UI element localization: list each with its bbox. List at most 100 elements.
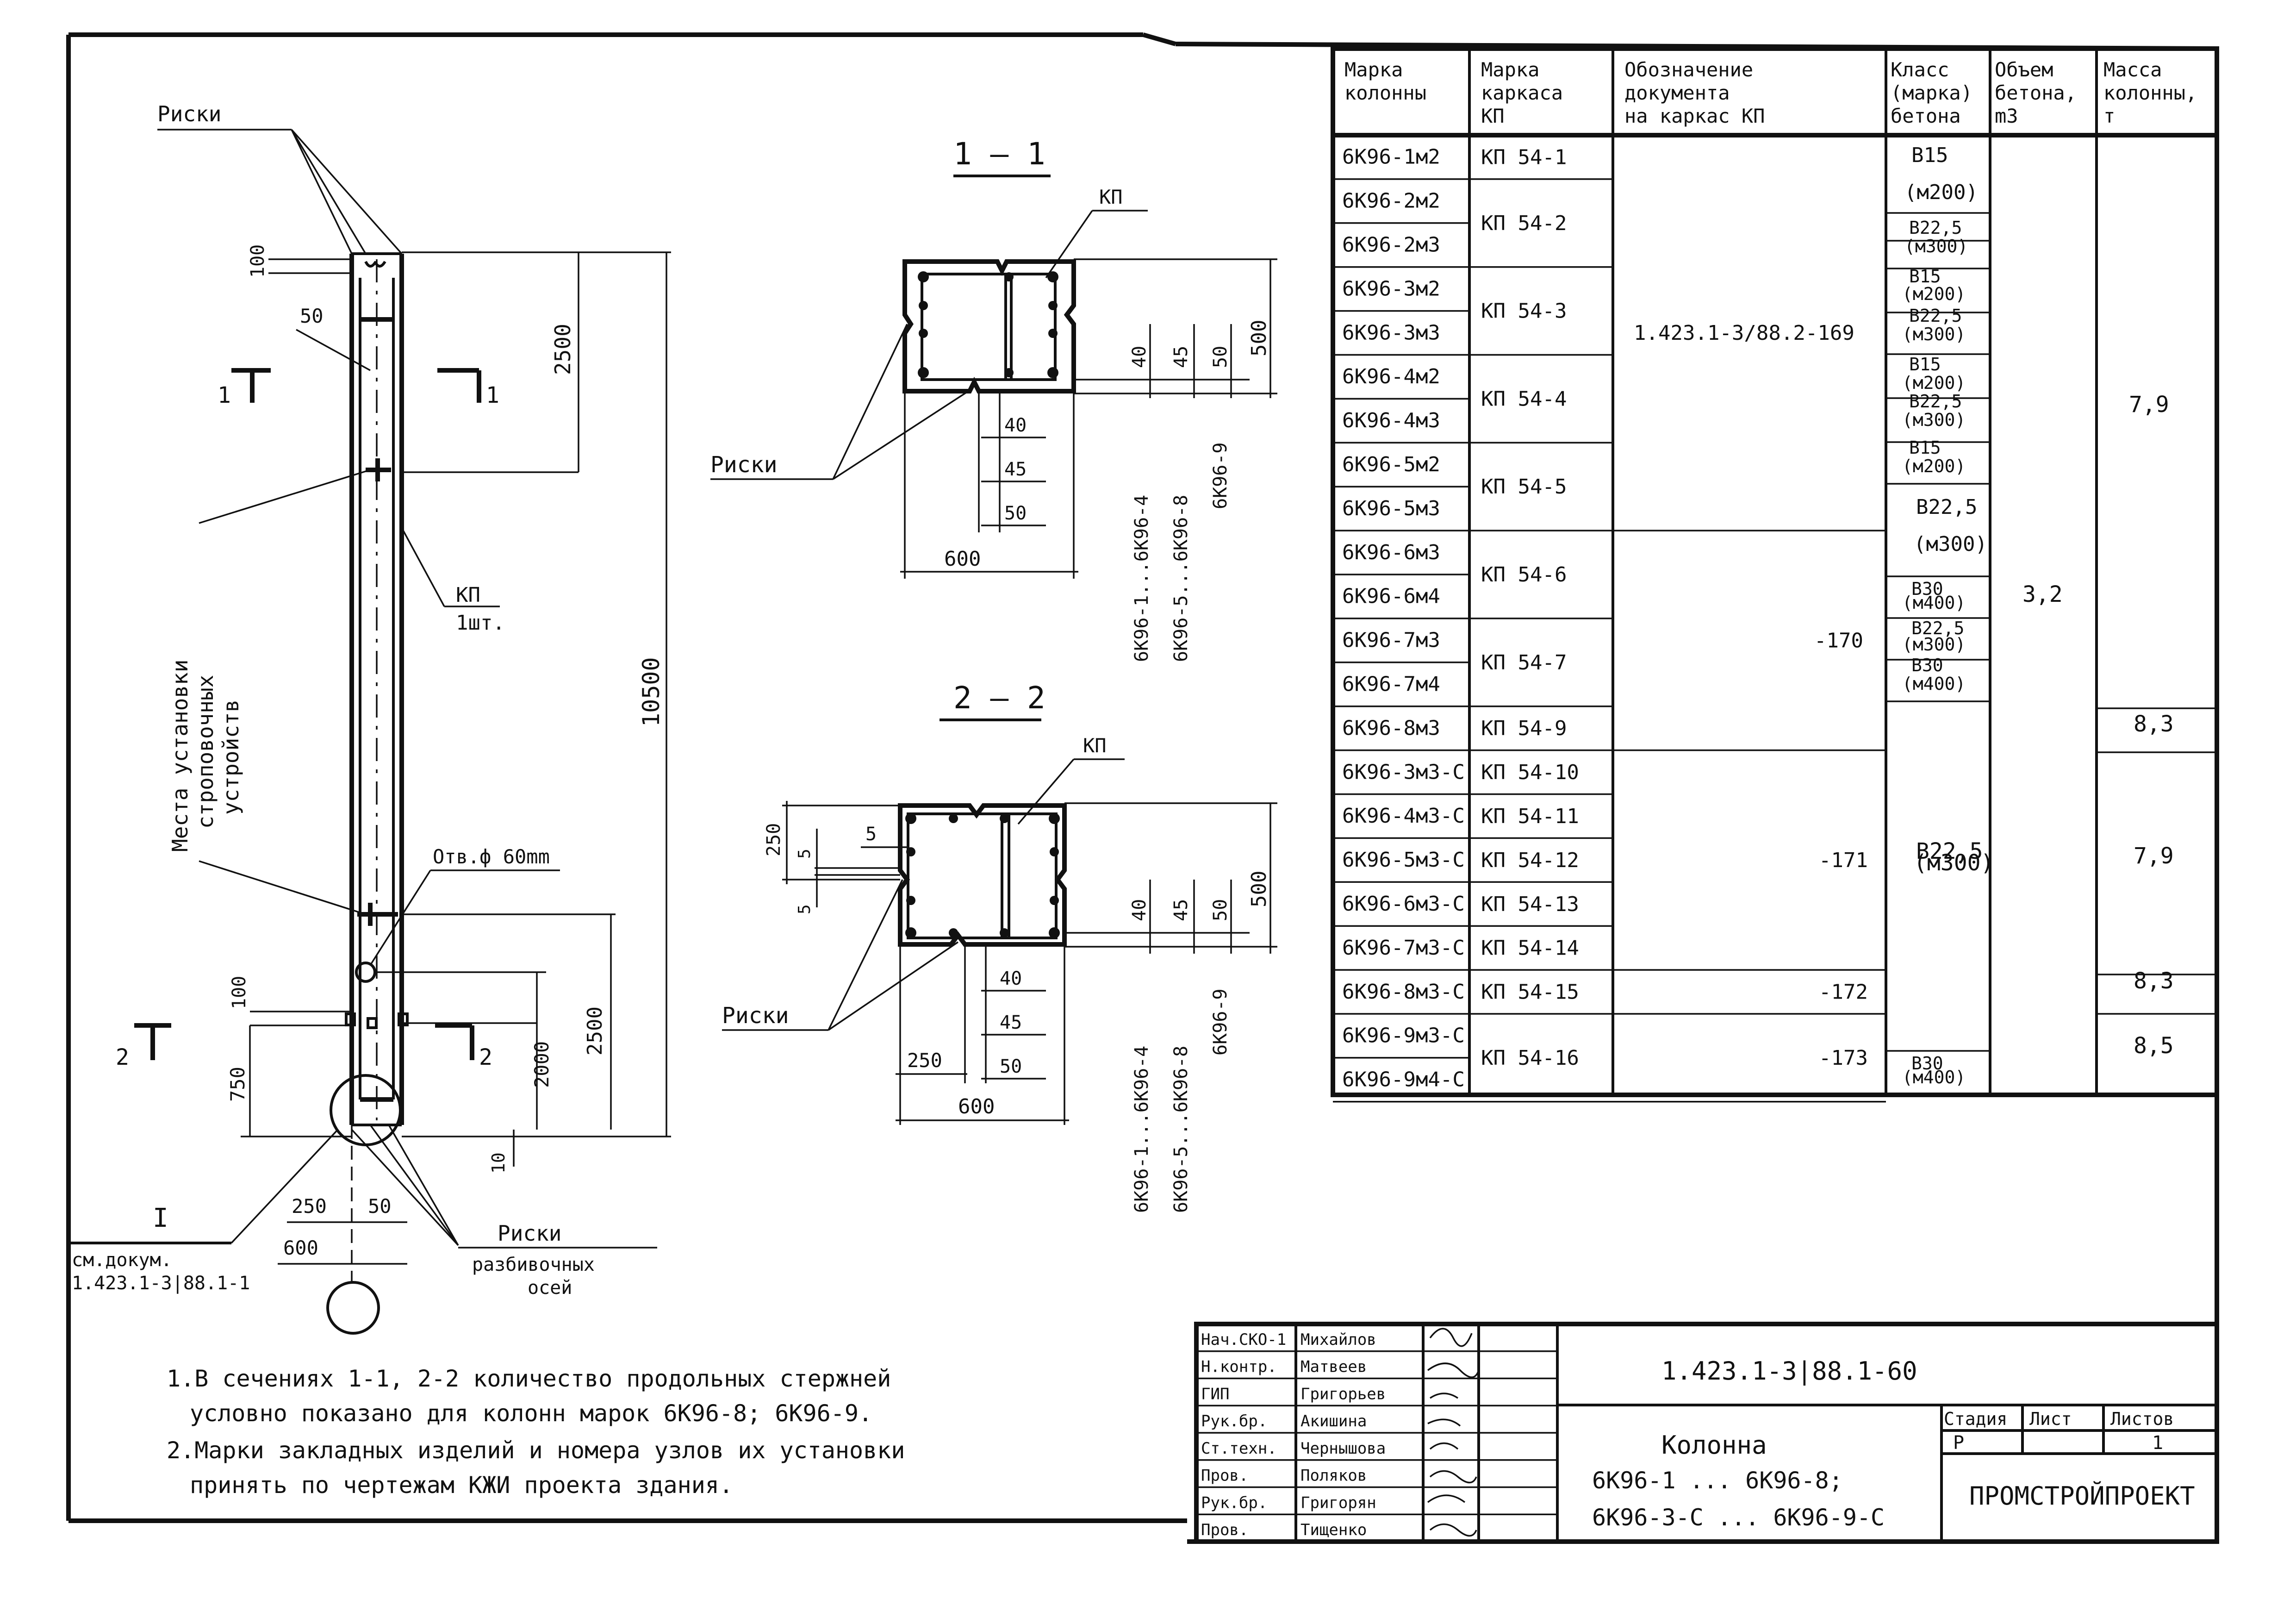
table-col5: 3,2	[2022, 581, 2063, 607]
riski-axes-2: разбивочных	[472, 1254, 595, 1275]
signatures	[1427, 1328, 1480, 1537]
table-col1-row-15: 6К96-4м3-С	[1342, 804, 1465, 828]
table-col4-15: (м300)	[1914, 532, 1987, 556]
note-line-2: условно показано для колонн марок 6К96-8…	[190, 1400, 872, 1427]
table-header-0-1: колонны	[1344, 81, 1426, 104]
table-col2-12: КП 54-14	[1481, 937, 1579, 960]
section-1-1-dim-45: 45	[1170, 346, 1192, 368]
table-header-2-0: Обозначение	[1624, 58, 1753, 81]
note-line-4: принять по чертежам КЖИ проекта здания.	[190, 1472, 733, 1499]
table-header-3-0: Класс	[1891, 58, 1949, 81]
kp-qty: 1шт.	[456, 611, 505, 635]
table-col4-24: В30	[1911, 1053, 1943, 1074]
role-7: Пров.	[1201, 1521, 1248, 1539]
section-1-1-col-2: 6К96-5...6К96-8	[1170, 495, 1192, 662]
table-col4-11: (м300)	[1902, 410, 1966, 430]
table-col4-4: В15	[1909, 266, 1941, 287]
note-line-3: 2.Марки закладных изделий и номера узлов…	[167, 1437, 905, 1464]
sheets-header: Листов	[2110, 1409, 2174, 1429]
table-col4-2: В22,5	[1909, 218, 1962, 238]
table-col1-row-18: 6К96-7м3-С	[1342, 936, 1465, 960]
table-col1-row-14: 6К96-3м3-С	[1342, 760, 1465, 784]
name-6: Григорян	[1300, 1493, 1376, 1512]
table-col3-3: -172	[1819, 981, 1868, 1004]
dim-2500-bottom: 2500	[583, 1006, 607, 1056]
section-1-1-dim-50: 50	[1210, 346, 1231, 368]
riski-axes-3: осей	[528, 1277, 572, 1299]
table-col6-1: 8,3	[2134, 711, 2174, 737]
table-col4-5: (м200)	[1902, 284, 1966, 304]
table-col2-7: КП 54-9	[1481, 717, 1567, 740]
organization: ПРОМСТРОЙПРОЕКТ	[1969, 1481, 2195, 1511]
lifting-label-3: устройств	[218, 700, 243, 815]
table-header-4-0: Объем	[1995, 58, 2053, 81]
table-col1-row-3: 6К96-3м2	[1342, 277, 1440, 300]
dim-10500: 10500	[638, 657, 665, 727]
kp-label: КП	[456, 583, 480, 607]
table-col1-row-12: 6К96-7м4	[1342, 672, 1440, 696]
table-col6-4: 8,5	[2134, 1033, 2174, 1059]
table-col3-0: 1.423.1-3/88.2-169	[1634, 321, 1854, 345]
table-col1-row-5: 6К96-4м2	[1342, 365, 1440, 388]
role-2: ГИП	[1201, 1385, 1229, 1403]
notes: 1.В сечениях 1-1, 2-2 количество продоль…	[167, 1365, 905, 1499]
table-col1-row-7: 6К96-5м2	[1342, 453, 1440, 476]
section-1-1-col-3: 6К96-9	[1210, 443, 1231, 510]
table-header-1-1: каркаса	[1481, 81, 1563, 104]
lifting-label-1: Места установки	[168, 660, 193, 852]
table-col2-8: КП 54-10	[1481, 761, 1579, 784]
table-col4-23: (м300)	[1914, 850, 1994, 876]
table-col2-4: КП 54-5	[1481, 475, 1567, 499]
table-col1-row-10: 6К96-6м4	[1342, 585, 1440, 608]
table-col2-11: КП 54-13	[1481, 893, 1579, 916]
table-col4-8: В15	[1909, 354, 1941, 375]
table-col2-9: КП 54-11	[1481, 805, 1579, 828]
section-1-1-below-45: 45	[1004, 459, 1027, 480]
table-col3-1: -170	[1814, 629, 1863, 652]
table-col1-row-21: 6К96-9м4-С	[1342, 1068, 1465, 1092]
table-col4-3: (м300)	[1904, 236, 1968, 256]
table-header-4-2: m3	[1995, 105, 2018, 127]
table-col4-0: В15	[1911, 144, 1948, 167]
spec-table: МаркаколонныМаркакаркасаКПОбозначениедок…	[1331, 46, 2219, 1103]
role-4: Ст.техн.	[1201, 1439, 1277, 1458]
node-ref-2: 1.423.1-3|88.1-1	[72, 1273, 250, 1294]
section-2-2-col-1: 6К96-1...6К96-4	[1131, 1046, 1152, 1213]
table-col1-row-17: 6К96-6м3-С	[1342, 892, 1465, 916]
doc-code: 1.423.1-3|88.1-60	[1661, 1356, 1917, 1386]
section-2-2-dim-45: 45	[1170, 899, 1192, 921]
table-col1-row-2: 6К96-2м3	[1342, 233, 1440, 256]
table-col4-21: (м400)	[1902, 674, 1966, 694]
table-col4-7: (м300)	[1902, 324, 1966, 344]
dim-100-bottom: 100	[229, 976, 250, 1009]
table-col4-16: В30	[1911, 579, 1943, 599]
section-2-right-marker: 2	[479, 1044, 492, 1070]
dim-250: 250	[292, 1195, 327, 1218]
table-header-1-0: Марка	[1481, 58, 1539, 81]
table-col4-12: В15	[1909, 437, 1941, 458]
dim-100-top: 100	[247, 244, 268, 278]
table-col4-18: В22,5	[1911, 618, 1964, 638]
table-header-2-1: документа	[1624, 81, 1730, 104]
section-2-2-title: 2 – 2	[953, 680, 1045, 716]
table-col4-10: В22,5	[1909, 391, 1962, 412]
riski-axes-1: Риски	[498, 1221, 561, 1246]
table-col4-9: (м200)	[1902, 373, 1966, 393]
name-7: Тищенко	[1300, 1521, 1367, 1539]
table-col4-17: (м400)	[1902, 593, 1966, 613]
section-2-2-col-2: 6К96-5...6К96-8	[1170, 1046, 1192, 1213]
section-2-2-kp: КП	[1083, 734, 1107, 757]
section-1-1-dim-500: 500	[1247, 320, 1271, 356]
role-0: Нач.СКО-1	[1201, 1330, 1286, 1349]
stage-header: Стадия	[1944, 1409, 2007, 1429]
table-col2-0: КП 54-1	[1481, 145, 1567, 169]
role-5: Пров.	[1201, 1467, 1248, 1485]
name-4: Чернышова	[1300, 1439, 1386, 1458]
section-2-2: 2 – 2 КП 250 5 5 5 Риски	[722, 680, 1277, 1213]
section-1-right-marker: 1	[486, 382, 499, 408]
dim-2500-top: 2500	[550, 324, 575, 375]
table-col1-row-4: 6К96-3м3	[1342, 321, 1440, 344]
table-col1-row-0: 6К96-1м2	[1342, 145, 1440, 169]
sheet-frame	[66, 32, 2219, 1544]
